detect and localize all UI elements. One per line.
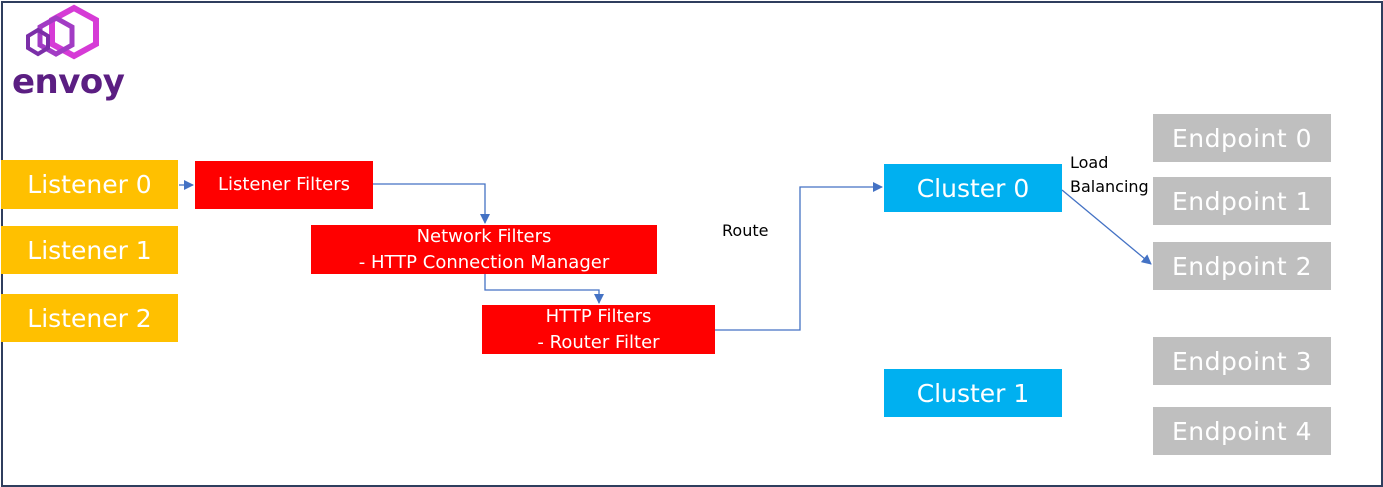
listener-1[interactable]: Listener 1 [1,226,178,274]
envoy-logo-icon [26,4,99,60]
endpoint-2[interactable]: Endpoint 2 [1153,242,1331,290]
listener-2[interactable]: Listener 2 [1,294,178,342]
network-filters-box[interactable]: Network Filters - HTTP Connection Manage… [311,225,657,274]
arrow-cluster-0-to-endpoint-2 [1061,189,1152,265]
cluster-1[interactable]: Cluster 1 [884,369,1062,417]
listener-filters-box[interactable]: Listener Filters [195,161,373,209]
listener-0[interactable]: Listener 0 [1,160,178,209]
arrow-listener-filters-to-network-filters [373,183,490,224]
endpoint-4[interactable]: Endpoint 4 [1153,407,1331,455]
endpoint-3[interactable]: Endpoint 3 [1153,337,1331,385]
route-label: Route [722,221,769,240]
cluster-0[interactable]: Cluster 0 [884,164,1062,212]
load-balancing-label: Load Balancing [1070,153,1149,196]
http-filters-box[interactable]: HTTP Filters - Router Filter [482,305,715,354]
arrow-network-filters-to-http-filters [484,274,604,304]
endpoint-1[interactable]: Endpoint 1 [1153,177,1331,225]
envoy-logo-text: envoy [12,62,125,102]
endpoint-0[interactable]: Endpoint 0 [1153,114,1331,162]
arrow-http-filters-to-cluster-0 [715,182,883,331]
